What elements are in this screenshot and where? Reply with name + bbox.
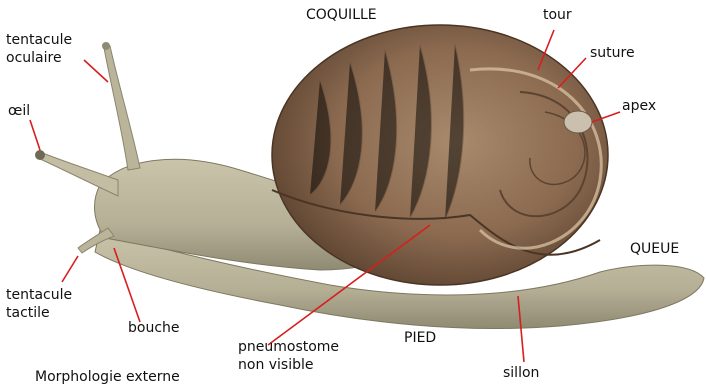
- label-pneumostome-line1: pneumostome: [238, 338, 339, 356]
- label-pneumostome: pneumostome non visible: [238, 338, 339, 374]
- label-coquille: COQUILLE: [306, 6, 377, 24]
- label-sillon: sillon: [503, 364, 539, 382]
- label-oeil: œil: [8, 102, 30, 120]
- label-tour: tour: [543, 6, 572, 24]
- ocular-tentacle: [104, 46, 140, 170]
- label-tentacule-oculaire: tentacule oculaire: [6, 31, 72, 67]
- label-tentacule-tactile: tentacule tactile: [6, 286, 72, 322]
- shell-apex: [564, 111, 592, 133]
- label-queue: QUEUE: [630, 240, 679, 258]
- label-tentacule-tactile-line1: tentacule: [6, 286, 72, 304]
- ocular-tentacle-tip: [102, 42, 110, 50]
- label-pied: PIED: [404, 329, 436, 347]
- eye-tentacle: [38, 152, 118, 196]
- label-bouche: bouche: [128, 319, 180, 337]
- caption: Morphologie externe: [35, 368, 180, 386]
- label-suture: suture: [590, 44, 635, 62]
- label-tentacule-oculaire-line1: tentacule: [6, 31, 72, 49]
- label-apex: apex: [622, 97, 656, 115]
- label-pneumostome-line2: non visible: [238, 356, 339, 374]
- eye: [35, 150, 45, 160]
- label-tentacule-oculaire-line2: oculaire: [6, 49, 72, 67]
- label-tentacule-tactile-line2: tactile: [6, 304, 72, 322]
